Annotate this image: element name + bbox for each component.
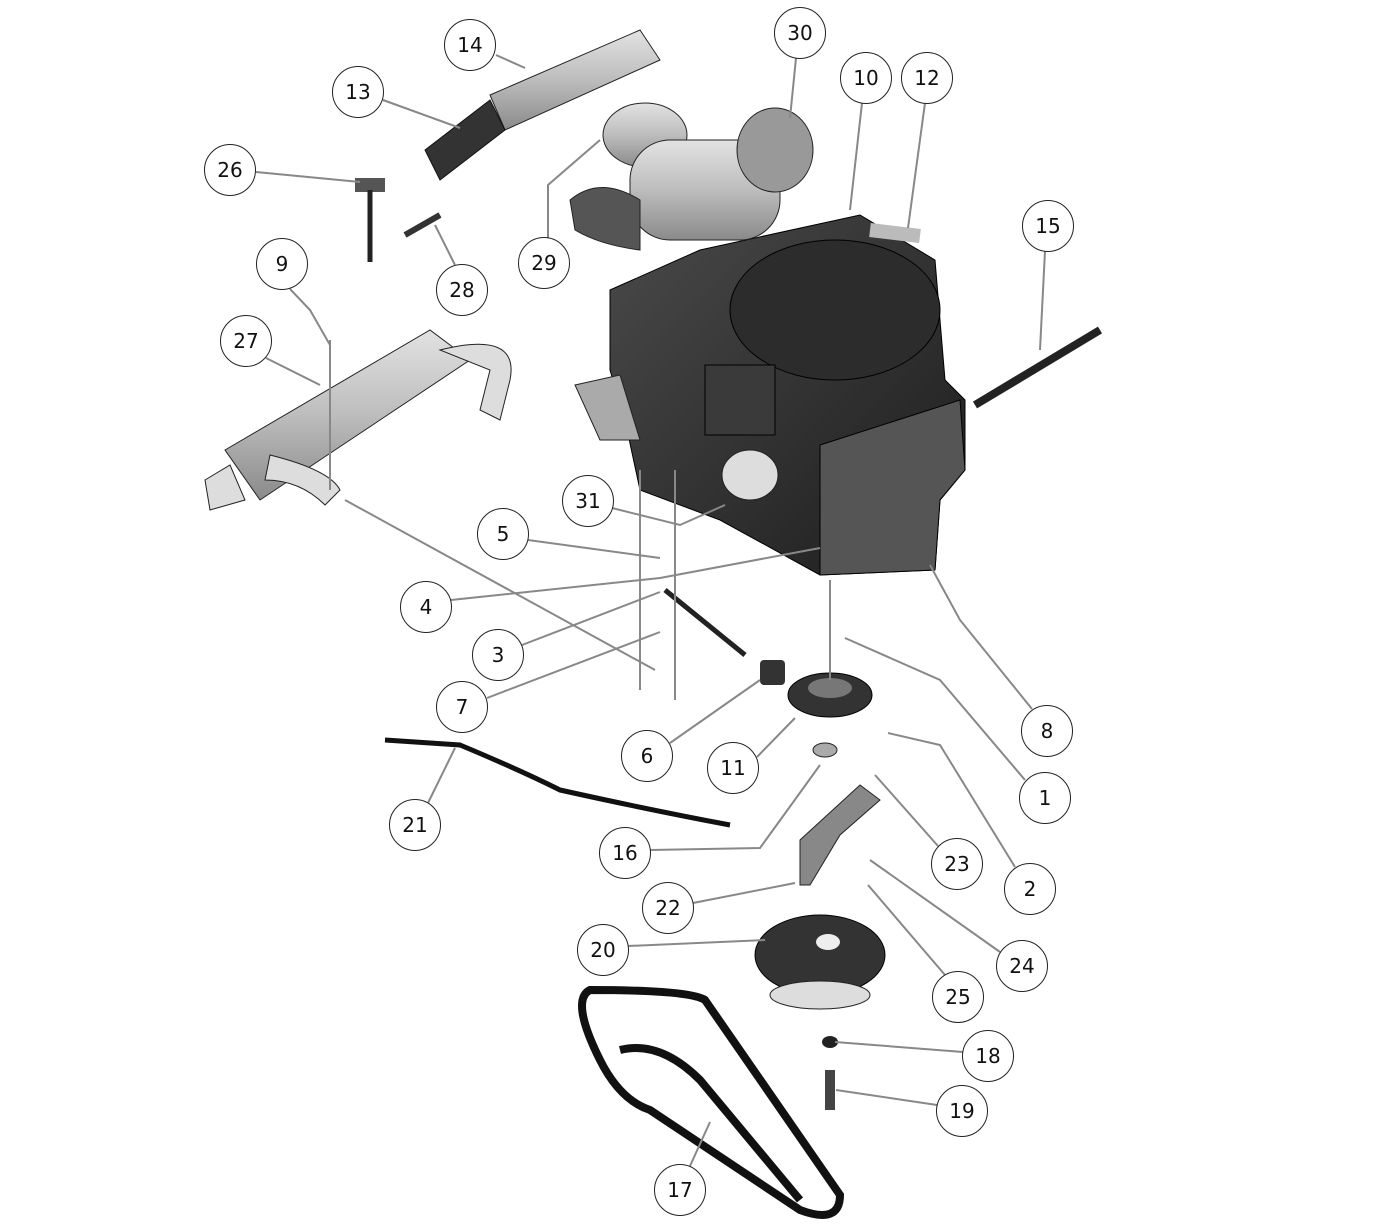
callout-13: 13 bbox=[332, 66, 384, 118]
callout-29: 29 bbox=[518, 237, 570, 289]
callout-4: 4 bbox=[400, 581, 452, 633]
callout-18: 18 bbox=[962, 1030, 1014, 1082]
callout-26: 26 bbox=[204, 144, 256, 196]
small-parts bbox=[355, 178, 1103, 1110]
callout-8: 8 bbox=[1021, 705, 1073, 757]
muffler-top bbox=[424, 29, 661, 181]
callout-17: 17 bbox=[654, 1164, 706, 1216]
drive-belt bbox=[578, 985, 845, 1219]
callout-16: 16 bbox=[599, 827, 651, 879]
callout-27: 27 bbox=[220, 315, 272, 367]
callout-15: 15 bbox=[1022, 200, 1074, 252]
callout-20: 20 bbox=[577, 924, 629, 976]
muffler bbox=[204, 329, 512, 511]
callout-23: 23 bbox=[931, 838, 983, 890]
leader-lines bbox=[255, 54, 1046, 1167]
callout-11: 11 bbox=[707, 742, 759, 794]
callout-14: 14 bbox=[444, 19, 496, 71]
callout-7: 7 bbox=[436, 681, 488, 733]
engine-block bbox=[574, 214, 966, 576]
callout-10: 10 bbox=[840, 52, 892, 104]
air-cleaner bbox=[569, 102, 814, 251]
callout-12: 12 bbox=[901, 52, 953, 104]
callout-9: 9 bbox=[256, 238, 308, 290]
callout-3: 3 bbox=[472, 629, 524, 681]
callout-30: 30 bbox=[774, 7, 826, 59]
callout-31: 31 bbox=[562, 475, 614, 527]
callout-5: 5 bbox=[477, 508, 529, 560]
callout-6: 6 bbox=[621, 730, 673, 782]
callout-1: 1 bbox=[1019, 772, 1071, 824]
callout-28: 28 bbox=[436, 264, 488, 316]
callout-2: 2 bbox=[1004, 863, 1056, 915]
callout-24: 24 bbox=[996, 940, 1048, 992]
callout-21: 21 bbox=[389, 799, 441, 851]
callout-25: 25 bbox=[932, 971, 984, 1023]
callout-19: 19 bbox=[936, 1085, 988, 1137]
callout-22: 22 bbox=[642, 882, 694, 934]
